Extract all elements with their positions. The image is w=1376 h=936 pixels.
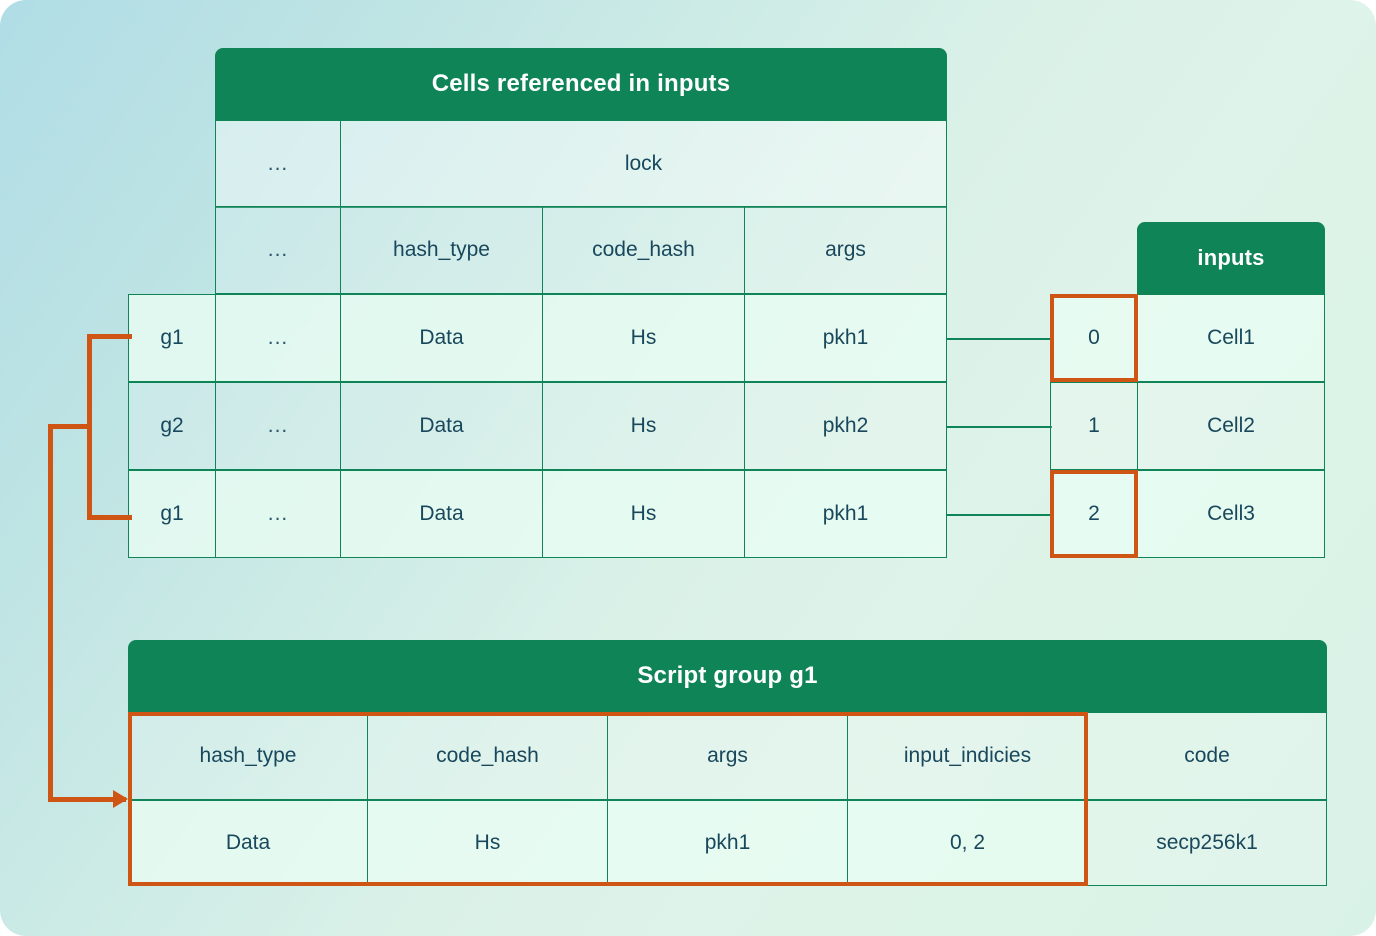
table-row-args-2: pkh2 <box>744 382 947 470</box>
orange-connector-g1-row3-stub <box>87 515 132 520</box>
cells-table-subheader-hash-type: hash_type <box>340 206 543 294</box>
table-row-group-2: g2 <box>128 382 216 470</box>
script-group-value-args: pkh1 <box>607 800 848 886</box>
connector-row3-to-input2 <box>947 514 1052 516</box>
table-row-code-hash-3: Hs <box>542 470 745 558</box>
script-group-value-input-indicies: 0, 2 <box>847 800 1088 886</box>
inputs-cell-1: Cell2 <box>1137 382 1325 470</box>
table-row-args-1: pkh1 <box>744 294 947 382</box>
inputs-index-2: 2 <box>1050 470 1138 558</box>
table-row-group-1: g1 <box>128 294 216 382</box>
script-group-value-code: secp256k1 <box>1087 800 1327 886</box>
cells-table-ellipsis-header: ... <box>215 120 341 208</box>
script-group-header-input-indicies: input_indicies <box>847 712 1088 800</box>
inputs-table-title: inputs <box>1137 222 1325 294</box>
table-row-args-3: pkh1 <box>744 470 947 558</box>
table-row-hash-type-2: Data <box>340 382 543 470</box>
cells-table-subheader-ellipsis: ... <box>215 206 341 294</box>
table-row-hash-type-1: Data <box>340 294 543 382</box>
orange-connector-branch <box>48 424 92 429</box>
cells-table-subheader-args: args <box>744 206 947 294</box>
table-row-ellipsis-3: ... <box>215 470 341 558</box>
cells-table-title: Cells referenced in inputs <box>215 48 947 120</box>
script-group-header-hash-type: hash_type <box>128 712 368 800</box>
cells-table-subheader-code-hash: code_hash <box>542 206 745 294</box>
table-row-ellipsis-1: ... <box>215 294 341 382</box>
script-group-header-code: code <box>1087 712 1327 800</box>
connector-row2-to-input1 <box>947 426 1052 428</box>
table-row-ellipsis-2: ... <box>215 382 341 470</box>
orange-connector-trunk-vertical <box>48 424 53 802</box>
connector-row1-to-input0 <box>947 338 1052 340</box>
script-group-value-hash-type: Data <box>128 800 368 886</box>
orange-arrowhead-icon <box>113 790 128 808</box>
table-row-code-hash-2: Hs <box>542 382 745 470</box>
inputs-index-1: 1 <box>1050 382 1138 470</box>
table-row-hash-type-3: Data <box>340 470 543 558</box>
script-group-header-code-hash: code_hash <box>367 712 608 800</box>
table-row-code-hash-1: Hs <box>542 294 745 382</box>
inputs-cell-2: Cell3 <box>1137 470 1325 558</box>
script-group-header-args: args <box>607 712 848 800</box>
orange-connector-trunk-horizontal <box>48 797 126 802</box>
inputs-cell-0: Cell1 <box>1137 294 1325 382</box>
script-group-value-code-hash: Hs <box>367 800 608 886</box>
table-row-group-3: g1 <box>128 470 216 558</box>
script-group-title: Script group g1 <box>128 640 1327 712</box>
orange-connector-g1-row1-stub <box>87 334 132 339</box>
inputs-index-0: 0 <box>1050 294 1138 382</box>
cells-table-lock-header: lock <box>340 120 947 208</box>
